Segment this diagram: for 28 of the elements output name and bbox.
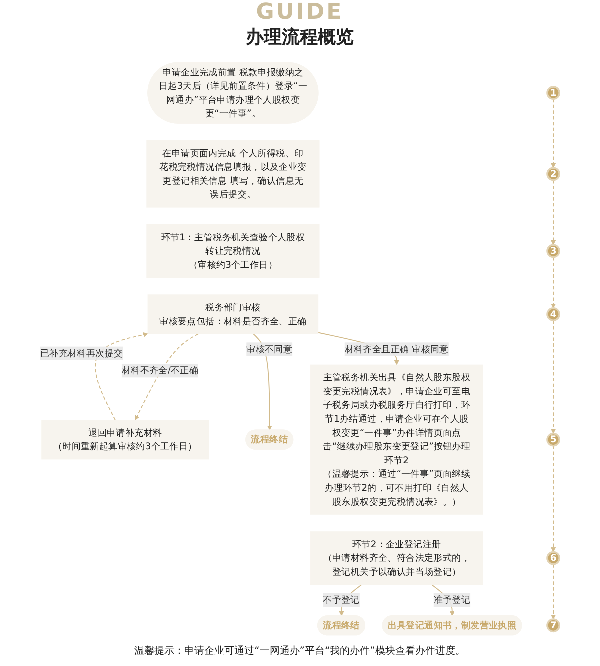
edge-label: 不予登记 xyxy=(323,594,360,606)
edge-label: 已补充材料再次提交 xyxy=(40,348,124,359)
node-box: 退回申请补充材料 （时间重新起算审核约3个工作日） xyxy=(42,420,210,460)
arrow xyxy=(551,564,556,620)
arrow xyxy=(551,256,556,309)
arrow xyxy=(551,180,556,246)
node-circle: 7 xyxy=(546,618,560,633)
node-box: 税务部门审核 审核要点包括：材料是否齐全、正确 xyxy=(148,294,319,334)
edge-label: 审核不同意 xyxy=(246,344,293,355)
node-box: 环节2：企业登记注册 （申请材料齐全、符合法定形式的，登记机关予以确认并当场登记） xyxy=(310,532,484,586)
node-box: 主管税务机关出具《自然人股东股权变更完税情况表》，申请企业可至电子税务局或办税服务厅自行打印，环节1办结通过，申请企业可在个人股权变更“一件事”办件详情页面点击“继续办理股东变更登记”按钮办理环节2 （温馨提示：通过“一件事”页面继续办理环节2的，可不用打印《自然人股东股权变更完税情况表》。） xyxy=(310,364,484,515)
node-circle: 5 xyxy=(546,432,560,447)
edge-label: 材料齐全且正确 审核同意 xyxy=(344,344,449,355)
title: 办理流程概览 xyxy=(246,26,354,50)
node-circle: 2 xyxy=(546,167,560,182)
arrow xyxy=(551,320,556,434)
arrow xyxy=(551,445,556,552)
note: 温馨提示：申请企业可通过“一网通办”平台“我的办件”模块查看办件进度。 xyxy=(134,644,466,659)
edge-label: 材料不齐全/不正确 xyxy=(122,365,199,376)
node-circle: 6 xyxy=(546,551,560,566)
arrow xyxy=(135,334,199,421)
arrow xyxy=(551,98,556,168)
node-circle: 1 xyxy=(546,86,560,100)
node-circle: 3 xyxy=(546,244,560,258)
node-circle: 4 xyxy=(546,308,560,322)
arrow xyxy=(95,332,148,421)
background-word: GUIDE xyxy=(256,0,344,26)
edge-label: 准予登记 xyxy=(434,594,471,606)
